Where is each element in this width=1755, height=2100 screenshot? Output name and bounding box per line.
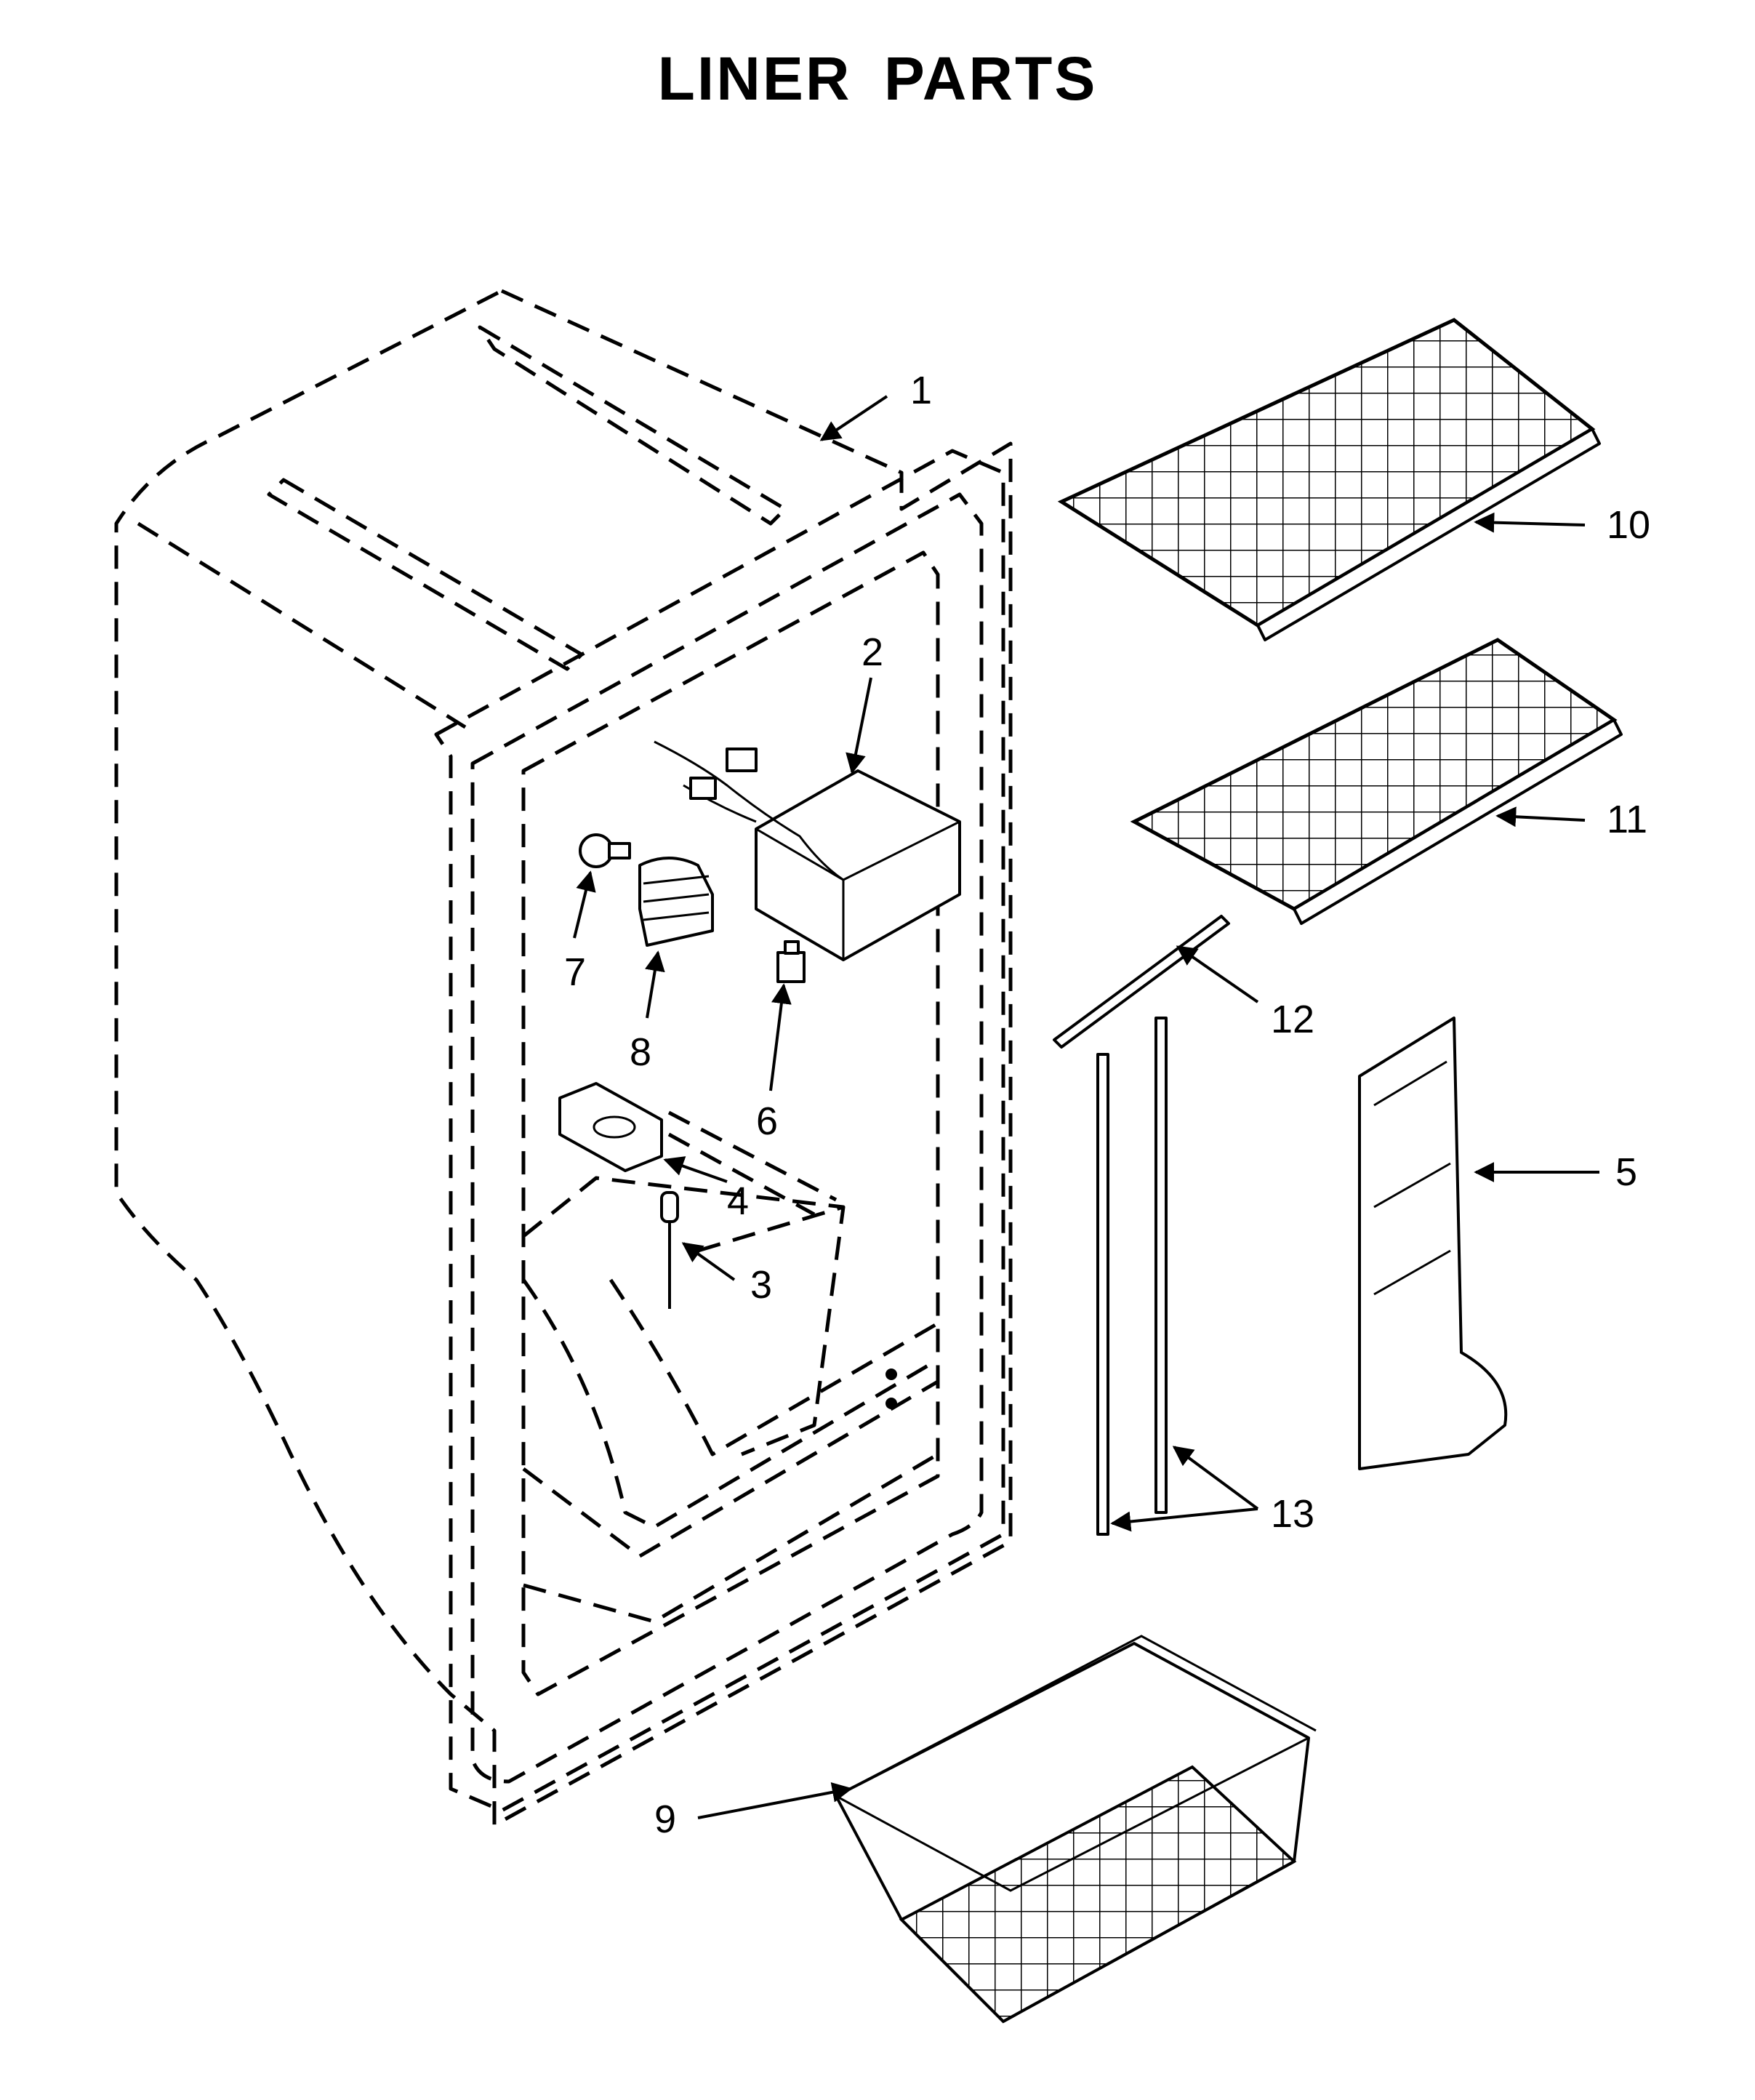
door-shelf-panel	[1358, 1017, 1508, 1470]
callout-10: 10	[1607, 503, 1650, 547]
control-housing-assembly	[654, 740, 961, 961]
callout-2: 2	[862, 630, 883, 674]
wire-basket	[835, 1635, 1317, 2024]
callout-12: 12	[1271, 998, 1314, 1041]
page-title: LINER PARTS	[657, 44, 1098, 113]
leader-lines	[573, 395, 1599, 1819]
light-bulb	[579, 833, 631, 868]
callout-5: 5	[1615, 1150, 1637, 1194]
thermistor	[660, 1191, 679, 1309]
lower-wire-shelf	[1130, 638, 1623, 925]
callout-3: 3	[750, 1263, 772, 1307]
lamp-socket	[558, 1082, 663, 1172]
callout-9: 9	[654, 1798, 676, 1841]
liner-outline	[114, 289, 1013, 1827]
callout-8: 8	[630, 1030, 651, 1074]
trim-strips	[1053, 915, 1230, 1536]
callout-1: 1	[910, 369, 932, 412]
switch	[776, 940, 806, 983]
callout-7: 7	[564, 950, 586, 994]
callout-4: 4	[727, 1179, 749, 1223]
callout-11: 11	[1607, 798, 1647, 841]
light-shield	[638, 857, 714, 947]
upper-wire-shelf	[1057, 318, 1601, 641]
callout-6: 6	[756, 1099, 778, 1143]
callout-13: 13	[1271, 1492, 1314, 1536]
